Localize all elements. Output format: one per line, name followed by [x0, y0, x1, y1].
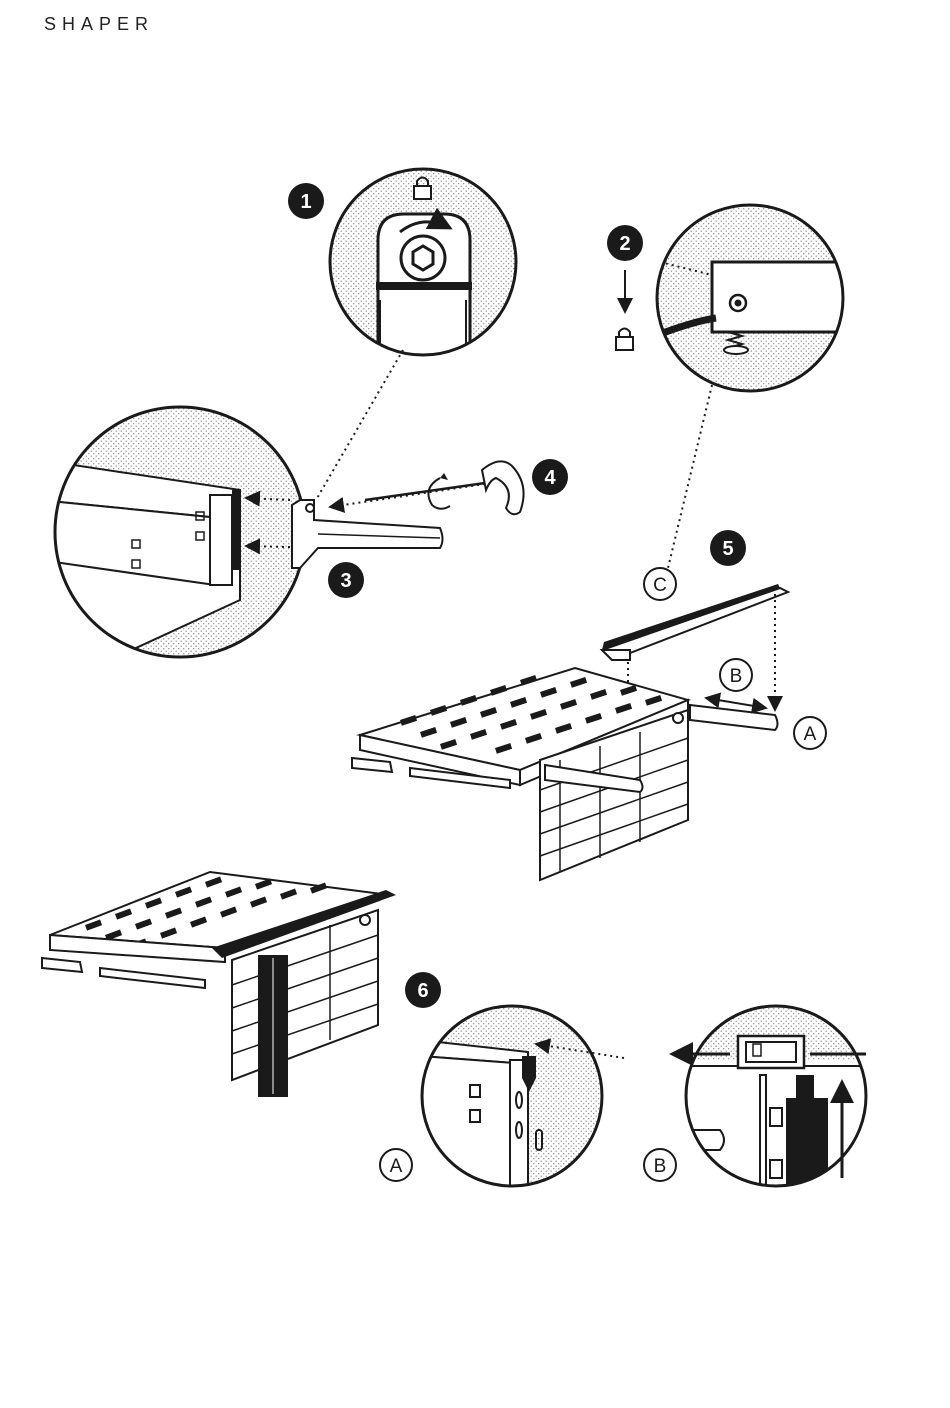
detail-circle-spring-pin [650, 205, 862, 391]
callout-a-label: A [804, 724, 817, 745]
bracket-part [292, 500, 443, 568]
rotate-arrow-icon [428, 478, 450, 509]
leader-line [668, 385, 712, 568]
leader-line [316, 350, 403, 500]
step-5-label: 5 [722, 538, 733, 560]
hex-key-tool [365, 461, 524, 514]
callout-c-label: C [653, 575, 667, 596]
step-2-label: 2 [619, 233, 630, 255]
callout-b-label-lower: B [654, 1156, 667, 1177]
step-4-label: 4 [544, 467, 556, 489]
step-1-label: 1 [300, 191, 311, 213]
detail-circle-6b [686, 1006, 866, 1198]
detail-circle-bracket [0, 407, 305, 660]
double-arrow-icon [706, 698, 766, 708]
lock-icon [616, 329, 633, 351]
callout-a-label-lower: A [390, 1156, 403, 1177]
callout-b-label: B [730, 666, 743, 687]
step-3-label: 3 [340, 570, 351, 592]
top-rail-part [602, 584, 788, 660]
platform-assembly-lower [42, 872, 396, 1097]
step-6-label: 6 [417, 980, 428, 1002]
